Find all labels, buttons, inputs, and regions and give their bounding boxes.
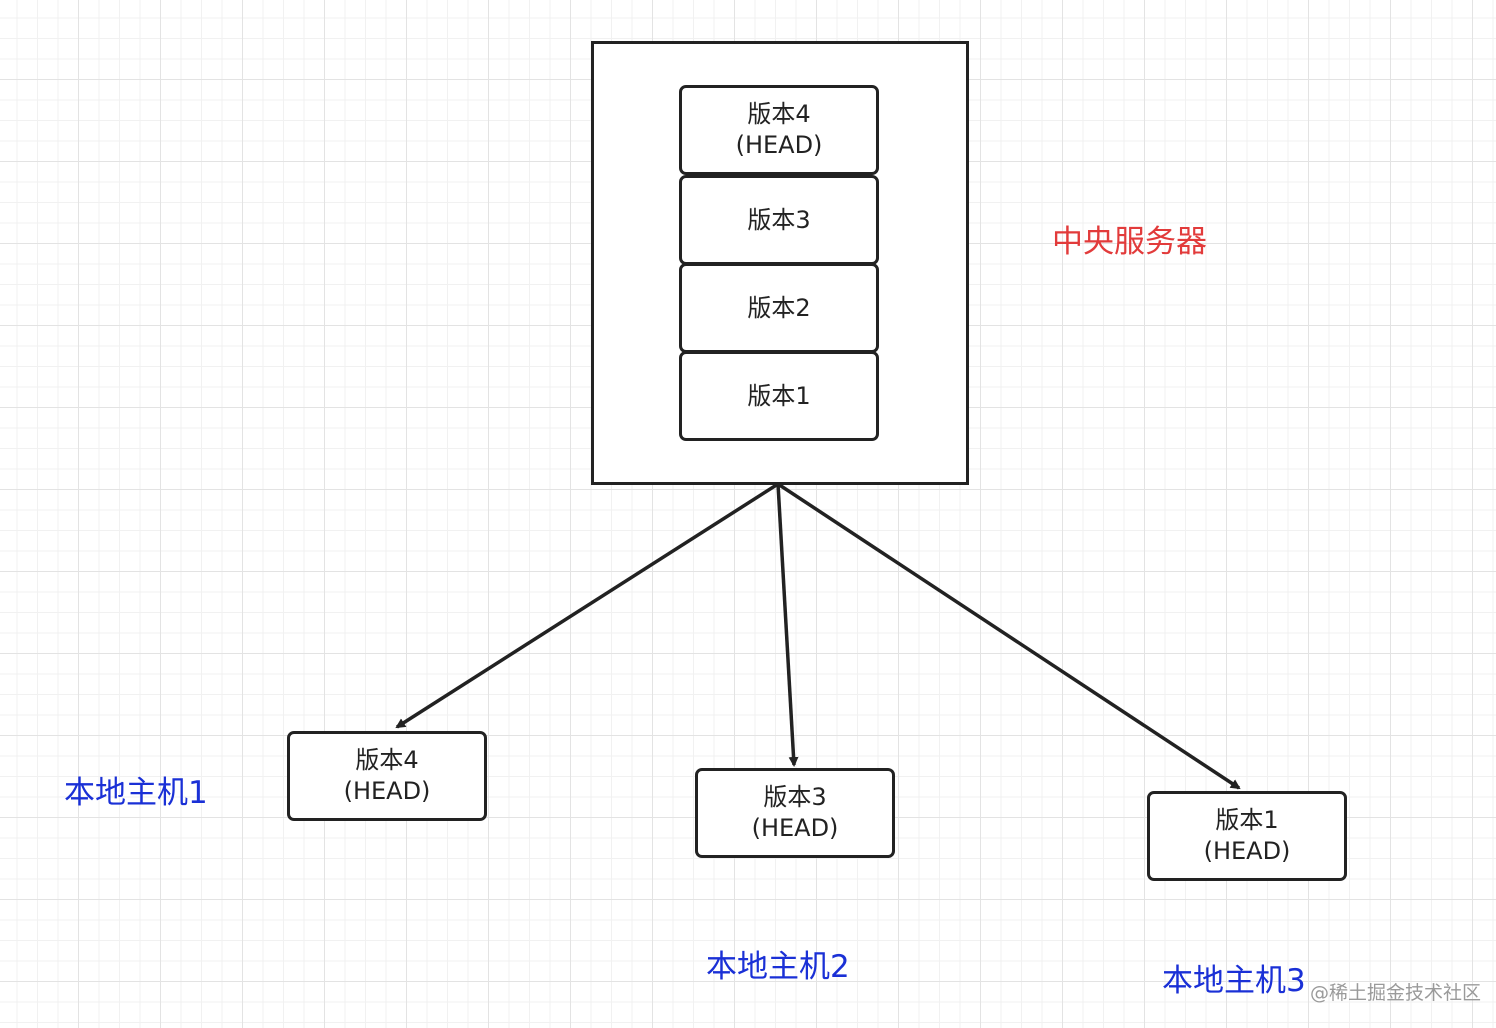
host-1-label: 本地主机1 (64, 775, 208, 811)
server-version-3: 版本3 (679, 175, 879, 265)
arrow-to-host-3 (777, 482, 1241, 790)
central-server-label: 中央服务器 (1052, 224, 1207, 260)
version-name: 版本4 (747, 100, 811, 128)
version-name: 版本3 (763, 783, 827, 811)
version-name: 版本1 (747, 381, 811, 410)
server-version-4: 版本4 (HEAD) (679, 85, 879, 175)
server-version-1: 版本1 (679, 351, 879, 441)
host-3-label: 本地主机3 (1162, 963, 1306, 999)
version-name: 版本4 (355, 746, 419, 774)
host-2-version-box: 版本3 (HEAD) (695, 768, 895, 858)
version-tag: (HEAD) (735, 131, 823, 159)
arrow-to-host-1 (395, 482, 779, 729)
version-tag: (HEAD) (343, 777, 431, 805)
host-2-label: 本地主机2 (706, 949, 850, 985)
version-name: 版本2 (747, 293, 811, 322)
version-tag: (HEAD) (1203, 837, 1291, 865)
host-1-version-box: 版本4 (HEAD) (287, 731, 487, 821)
watermark: @稀土掘金技术社区 (1310, 982, 1482, 1004)
version-name: 版本1 (1215, 806, 1279, 834)
version-tag: (HEAD) (751, 814, 839, 842)
arrow-to-host-2 (776, 483, 799, 767)
version-name: 版本3 (747, 205, 811, 234)
host-3-version-box: 版本1 (HEAD) (1147, 791, 1347, 881)
server-version-2: 版本2 (679, 263, 879, 353)
